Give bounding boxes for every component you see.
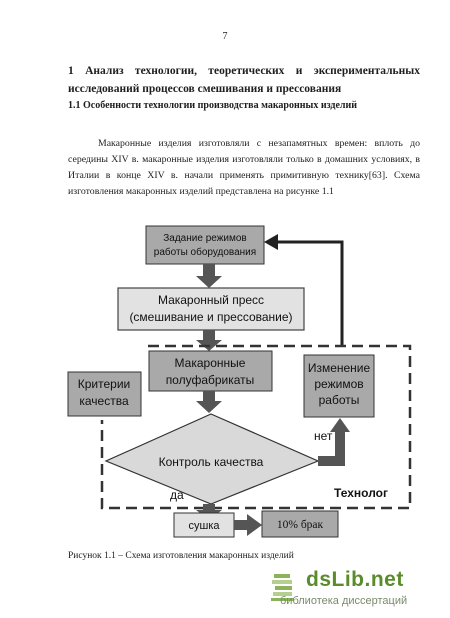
- box-quality-criteria-line2: качества: [79, 394, 129, 408]
- box-change-modes-line1: Изменение: [308, 361, 371, 375]
- box-mode-settings-line2: работы оборудования: [154, 246, 256, 258]
- label-no: нет: [314, 429, 333, 443]
- box-mode-settings-line1: Задание режимов: [163, 233, 246, 244]
- box-semi-finished-line1: Макаронные: [175, 356, 246, 370]
- box-change-modes-line2: режимов: [314, 377, 363, 391]
- box-pasta-press-line1: Макаронный пресс: [158, 293, 264, 307]
- arrow-shaft-2: [203, 330, 215, 342]
- box-defect: [261, 510, 339, 538]
- arrow-shaft-1: [203, 264, 215, 278]
- book-stack-icon: [271, 574, 294, 601]
- box-change-modes: [303, 354, 375, 418]
- arrow-shaft-defect: [234, 520, 248, 530]
- arrow-shaft-3: [203, 391, 215, 403]
- arrow-shaft-yes: [203, 504, 215, 512]
- arrow-no-head: [330, 418, 350, 432]
- watermark-subtitle: библиотека диссертаций: [280, 595, 408, 607]
- arrow-head-defect: [247, 514, 262, 536]
- box-pasta-press: [117, 287, 305, 331]
- box-quality-criteria-line1: Критерии: [78, 377, 130, 391]
- feedback-arrowhead: [264, 234, 278, 250]
- watermark-logo: dsLib.net: [306, 568, 404, 591]
- feedback-line: [276, 240, 344, 346]
- section-heading: 1 Анализ технологии, теоретических и экс…: [68, 62, 420, 98]
- watermark: dsLib.net библиотека диссертаций: [246, 564, 446, 614]
- subsection-heading: 1.1 Особенности технологии производства …: [68, 100, 358, 111]
- arrow-no-path: [318, 430, 345, 466]
- box-semi-finished-line2: полуфабрикаты: [166, 373, 255, 387]
- body-paragraph: Макаронные изделия изготовляли с незапам…: [68, 138, 420, 197]
- figure-caption: Рисунок 1.1 – Схема изготовления макарон…: [68, 551, 294, 561]
- box-change-modes-line3: работы: [319, 393, 360, 407]
- technologist-boundary: [100, 344, 412, 510]
- page-number: 7: [222, 31, 228, 42]
- box-mode-settings: [145, 225, 265, 265]
- arrow-head-3: [196, 401, 222, 413]
- box-drying: [173, 512, 235, 538]
- box-defect-label: 10% брак: [277, 519, 324, 531]
- section-heading-line2: исследований процессов смешивания и прес…: [68, 83, 342, 95]
- box-pasta-press-line2: (смешивание и прессование): [129, 310, 292, 324]
- section-heading-line1: 1 Анализ технологии, теоретических и экс…: [68, 65, 420, 77]
- decision-quality-control-label: Контроль качества: [159, 455, 264, 469]
- label-technologist: Технолог: [334, 486, 388, 500]
- box-quality-criteria: [67, 371, 142, 417]
- arrow-head-1: [196, 276, 222, 288]
- label-yes: да: [170, 488, 184, 502]
- box-drying-label: сушка: [189, 520, 221, 532]
